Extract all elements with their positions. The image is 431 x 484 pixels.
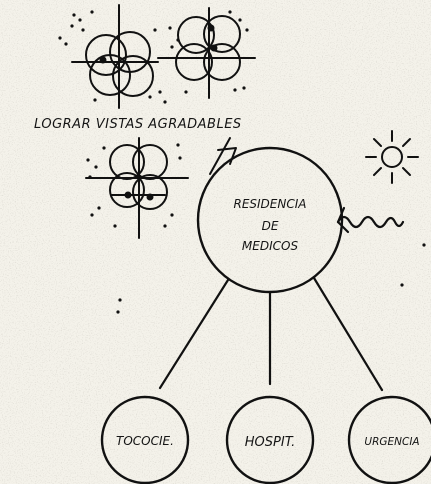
view-symbol-2-dots [168, 10, 249, 94]
child-label-hospit: HOSPIT. [245, 435, 295, 450]
view-symbol-1-dots [58, 10, 167, 104]
child-label-urgencia: URGENCIA [364, 436, 419, 448]
child-node-hospitalizacion: HOSPIT. [225, 395, 315, 484]
connector-right [312, 276, 384, 392]
view-symbol-1 [71, 4, 159, 109]
sun-icon [365, 130, 419, 184]
center-label-line1: RESIDENCIA [233, 197, 306, 211]
child-label-tococie: TOCOCIE. [116, 434, 174, 448]
child-node-urgencias: URGENCIA [347, 395, 431, 484]
center-label-line3: MEDICOS [242, 239, 299, 253]
caption-text: LOGRAR VISTAS AGRADABLES [34, 117, 242, 132]
center-label-line2: DE [262, 219, 279, 233]
view-symbol-2 [157, 7, 256, 99]
child-node-tococirugia: TOCOCIE. [100, 395, 190, 484]
connector-lines [158, 276, 384, 392]
view-symbol-3-dots [86, 143, 182, 228]
connector-left [158, 278, 230, 390]
view-symbol-3 [85, 137, 189, 239]
stray-dots [116, 243, 426, 314]
